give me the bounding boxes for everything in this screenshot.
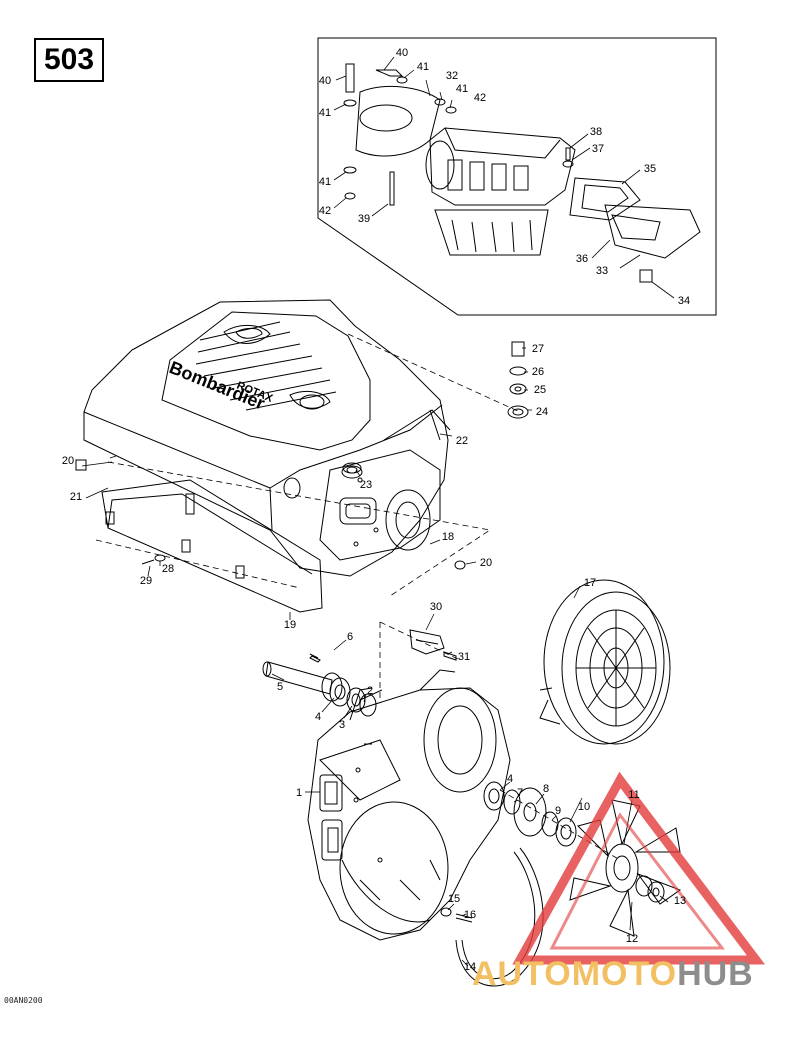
callout-30: 30 xyxy=(430,601,442,613)
belt-guard-housing xyxy=(307,669,511,941)
watermark-text-part-b: HUB xyxy=(677,955,754,993)
callout-35: 35 xyxy=(644,163,656,175)
page-number-badge: 503 xyxy=(34,38,104,82)
dashed-assembly-outline xyxy=(95,333,521,597)
callout-24: 24 xyxy=(536,406,548,418)
leader-lines-lower xyxy=(271,585,669,967)
callout-40: 40 xyxy=(396,47,408,59)
callout-31: 31 xyxy=(458,651,470,663)
document-code: 00AN0200 xyxy=(4,996,43,1005)
callout-9: 9 xyxy=(555,805,561,817)
callout-17: 17 xyxy=(584,577,596,589)
callout-38: 38 xyxy=(590,126,602,138)
inset-box-air-silencer xyxy=(317,37,717,316)
callout-27: 27 xyxy=(532,343,544,355)
callout-labels: 40 40 41 32 41 42 41 38 37 35 41 42 39 3… xyxy=(62,47,690,973)
callout-6: 6 xyxy=(347,631,353,643)
leader-lines-inset xyxy=(333,56,675,299)
callout-41: 41 xyxy=(319,176,331,188)
callout-26: 26 xyxy=(532,366,544,378)
callout-25: 25 xyxy=(534,384,546,396)
callout-32: 32 xyxy=(446,70,458,82)
callout-2: 2 xyxy=(367,685,373,697)
callout-22: 22 xyxy=(456,435,468,447)
callout-13: 13 xyxy=(674,895,686,907)
watermark-text: AUTOMOTOHUB xyxy=(472,954,796,994)
callout-14: 14 xyxy=(464,961,476,973)
callout-16: 16 xyxy=(464,909,476,921)
callout-41: 41 xyxy=(319,107,331,119)
callout-41: 41 xyxy=(417,61,429,73)
callout-21: 21 xyxy=(70,491,82,503)
callout-33: 33 xyxy=(596,265,608,277)
callout-41: 41 xyxy=(456,83,468,95)
callout-15: 15 xyxy=(448,893,460,905)
callout-3: 3 xyxy=(339,719,345,731)
callout-7: 7 xyxy=(517,787,523,799)
callout-36: 36 xyxy=(576,253,588,265)
callout-20: 20 xyxy=(480,557,492,569)
callout-42: 42 xyxy=(474,92,486,104)
callout-34: 34 xyxy=(678,295,690,307)
callout-29: 29 xyxy=(140,575,152,587)
callout-4: 4 xyxy=(507,773,513,785)
callout-20: 20 xyxy=(62,455,74,467)
cover-hardware xyxy=(75,341,529,570)
watermark-text-part-a: AUTOMOTO xyxy=(472,955,678,993)
watermark-logo xyxy=(512,771,766,965)
callout-18: 18 xyxy=(442,531,454,543)
callout-40: 40 xyxy=(319,75,331,87)
callout-10: 10 xyxy=(578,801,590,813)
fan-cover xyxy=(539,579,671,745)
callout-39: 39 xyxy=(358,213,370,225)
callout-23: 23 xyxy=(360,479,372,491)
callout-37: 37 xyxy=(592,143,604,155)
callout-1: 1 xyxy=(296,787,302,799)
callout-42: 42 xyxy=(319,205,331,217)
engine-top-cover xyxy=(83,299,451,577)
callout-4: 4 xyxy=(315,711,321,723)
side-shield-rail xyxy=(101,479,323,613)
callout-12: 12 xyxy=(626,933,638,945)
leader-lines-cover xyxy=(81,347,532,620)
fan-shaft-assembly xyxy=(262,629,682,987)
callout-8: 8 xyxy=(543,783,549,795)
callout-5: 5 xyxy=(277,681,283,693)
dashed-axis-lines xyxy=(379,621,621,861)
callout-28: 28 xyxy=(162,563,174,575)
callout-11: 11 xyxy=(628,789,639,801)
callout-19: 19 xyxy=(284,619,296,631)
